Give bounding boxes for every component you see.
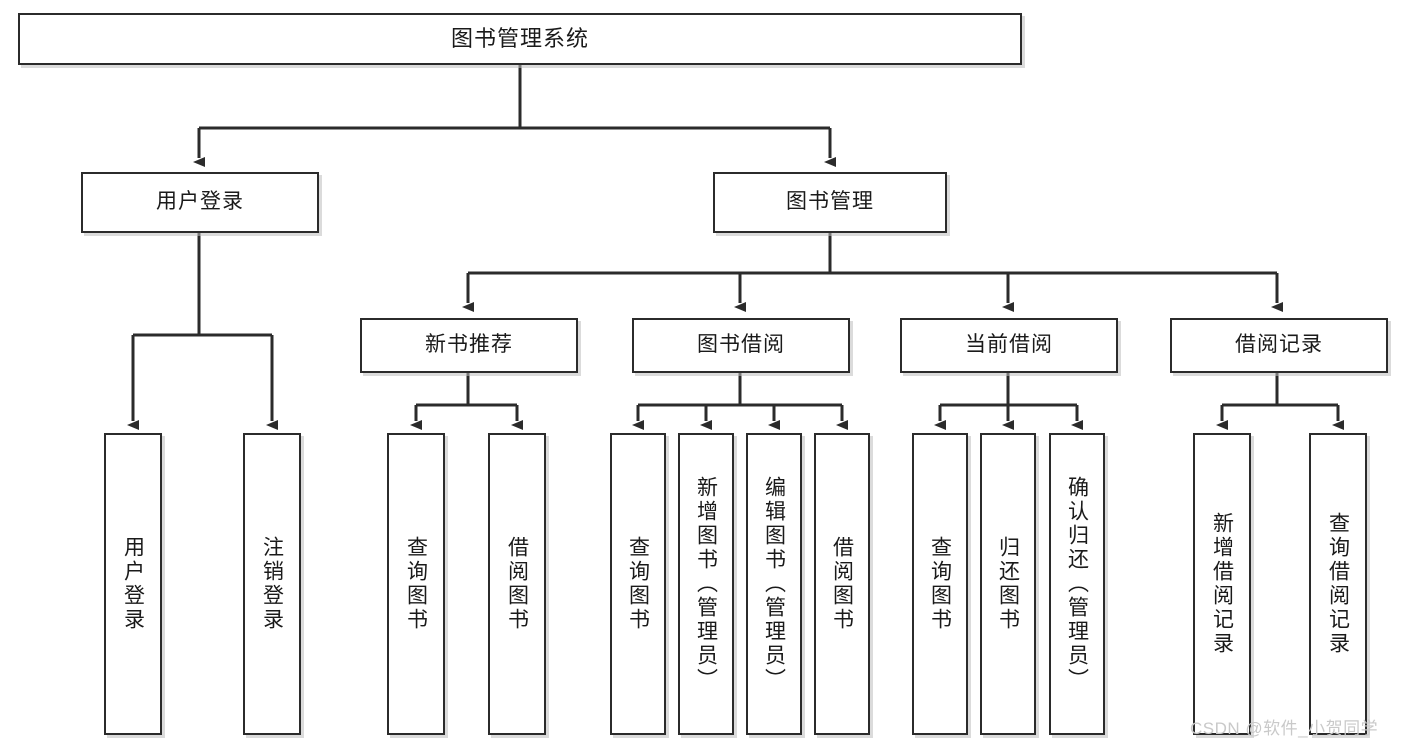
node-new-book-recommend[interactable]: 新书推荐 [360,318,578,373]
node-label: 查询借阅记录 [1326,512,1350,656]
node-borrow-record[interactable]: 借阅记录 [1170,318,1388,373]
leaf-return-book[interactable]: 归还图书 [980,433,1036,735]
leaf-query-borrow-record[interactable]: 查询借阅记录 [1309,433,1367,735]
node-label: 图书管理系统 [450,26,589,52]
node-label: 查询图书 [928,536,952,632]
node-current-borrow[interactable]: 当前借阅 [900,318,1118,373]
leaf-confirm-return-admin[interactable]: 确认归还（管理员） [1049,433,1105,735]
leaf-logout[interactable]: 注销登录 [243,433,301,735]
node-label: 新增图书（管理员） [694,476,718,692]
node-label: 查询图书 [626,536,650,632]
leaf-query-book-borrow[interactable]: 查询图书 [610,433,666,735]
leaf-user-login[interactable]: 用户登录 [104,433,162,735]
node-label: 注销登录 [260,536,284,632]
node-user-login[interactable]: 用户登录 [81,172,319,233]
node-label: 用户登录 [121,536,145,632]
leaf-add-book-admin[interactable]: 新增图书（管理员） [678,433,734,735]
leaf-borrow-book[interactable]: 借阅图书 [814,433,870,735]
node-label: 借阅图书 [505,536,529,632]
leaf-borrow-book-recommend[interactable]: 借阅图书 [488,433,546,735]
node-label: 图书借阅 [697,333,785,357]
leaf-edit-book-admin[interactable]: 编辑图书（管理员） [746,433,802,735]
node-label: 图书管理 [786,190,874,214]
node-label: 归还图书 [996,536,1020,632]
leaf-add-borrow-record[interactable]: 新增借阅记录 [1193,433,1251,735]
node-label: 确认归还（管理员） [1065,476,1089,692]
node-label: 借阅图书 [830,536,854,632]
node-label: 查询图书 [404,536,428,632]
node-label: 当前借阅 [965,333,1053,357]
node-label: 编辑图书（管理员） [762,476,786,692]
node-book-management[interactable]: 图书管理 [713,172,947,233]
node-book-borrow[interactable]: 图书借阅 [632,318,850,373]
node-label: 用户登录 [156,190,244,214]
node-label: 新增借阅记录 [1210,512,1234,656]
node-label: 借阅记录 [1235,333,1323,357]
leaf-query-book-recommend[interactable]: 查询图书 [387,433,445,735]
node-label: 新书推荐 [425,333,513,357]
node-root-book-management-system[interactable]: 图书管理系统 [18,13,1022,65]
leaf-query-book-current[interactable]: 查询图书 [912,433,968,735]
